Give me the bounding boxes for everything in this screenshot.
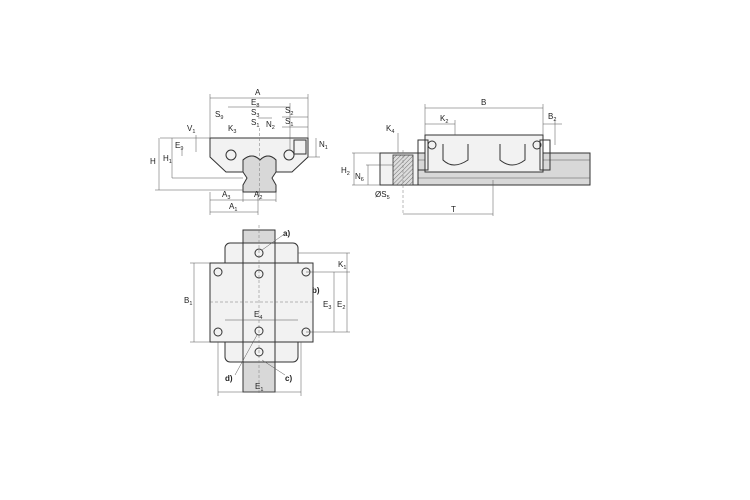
callout-b: b) bbox=[312, 286, 320, 295]
dim-B1-label: B1 bbox=[184, 296, 192, 307]
dim-S1-label: S1 bbox=[251, 118, 259, 129]
dim-A3-label: A3 bbox=[222, 190, 230, 201]
front-view: A E8 S9 S3 S2 K3 S1 N2 S1 V1 E9 H1 H N1 … bbox=[150, 88, 328, 215]
callout-d: d) bbox=[225, 374, 233, 383]
dim-S5-label: ØS5 bbox=[375, 190, 390, 201]
dim-A-label: A bbox=[255, 88, 261, 97]
dim-V1-label: V1 bbox=[187, 124, 195, 135]
dim-S3-label: S3 bbox=[251, 108, 259, 119]
dim-S9-label: S9 bbox=[215, 110, 223, 121]
dim-T-label: T bbox=[451, 205, 456, 214]
dim-N6-label: N6 bbox=[355, 172, 364, 183]
dim-E4-label: E4 bbox=[254, 310, 262, 321]
dim-K4-label: K4 bbox=[386, 124, 394, 135]
callout-c: c) bbox=[285, 374, 292, 383]
dim-E8-label: E8 bbox=[251, 98, 259, 109]
top-view: a) K1 b) B1 E3 E2 E4 d) c) E1 bbox=[184, 225, 350, 396]
dim-H1-label: H1 bbox=[163, 154, 172, 165]
dim-E9-label: E9 bbox=[175, 141, 183, 152]
dim-S1-right-label: S1 bbox=[285, 117, 293, 128]
dim-H2-label: H2 bbox=[341, 166, 350, 177]
dim-E2-label: E2 bbox=[337, 300, 345, 311]
dim-E1-label: E1 bbox=[255, 382, 263, 393]
side-view: B K2 B2 K4 H2 N6 ØS5 T bbox=[341, 98, 591, 216]
dim-A2-label: A2 bbox=[254, 190, 262, 201]
dim-K1-label: K1 bbox=[338, 260, 346, 271]
dim-K2-label: K2 bbox=[440, 114, 448, 125]
dim-N1-label: N1 bbox=[319, 140, 328, 151]
dim-H-label: H bbox=[150, 157, 156, 166]
dim-A1-label: A1 bbox=[229, 202, 237, 213]
dim-S2-label: S2 bbox=[285, 106, 293, 117]
dim-E3-label: E3 bbox=[323, 300, 331, 311]
callout-a: a) bbox=[283, 229, 290, 238]
dim-K3-label: K3 bbox=[228, 124, 236, 135]
dim-N2-label: N2 bbox=[266, 120, 275, 131]
dim-B2-label: B2 bbox=[548, 112, 556, 123]
dim-B-label: B bbox=[481, 98, 486, 107]
